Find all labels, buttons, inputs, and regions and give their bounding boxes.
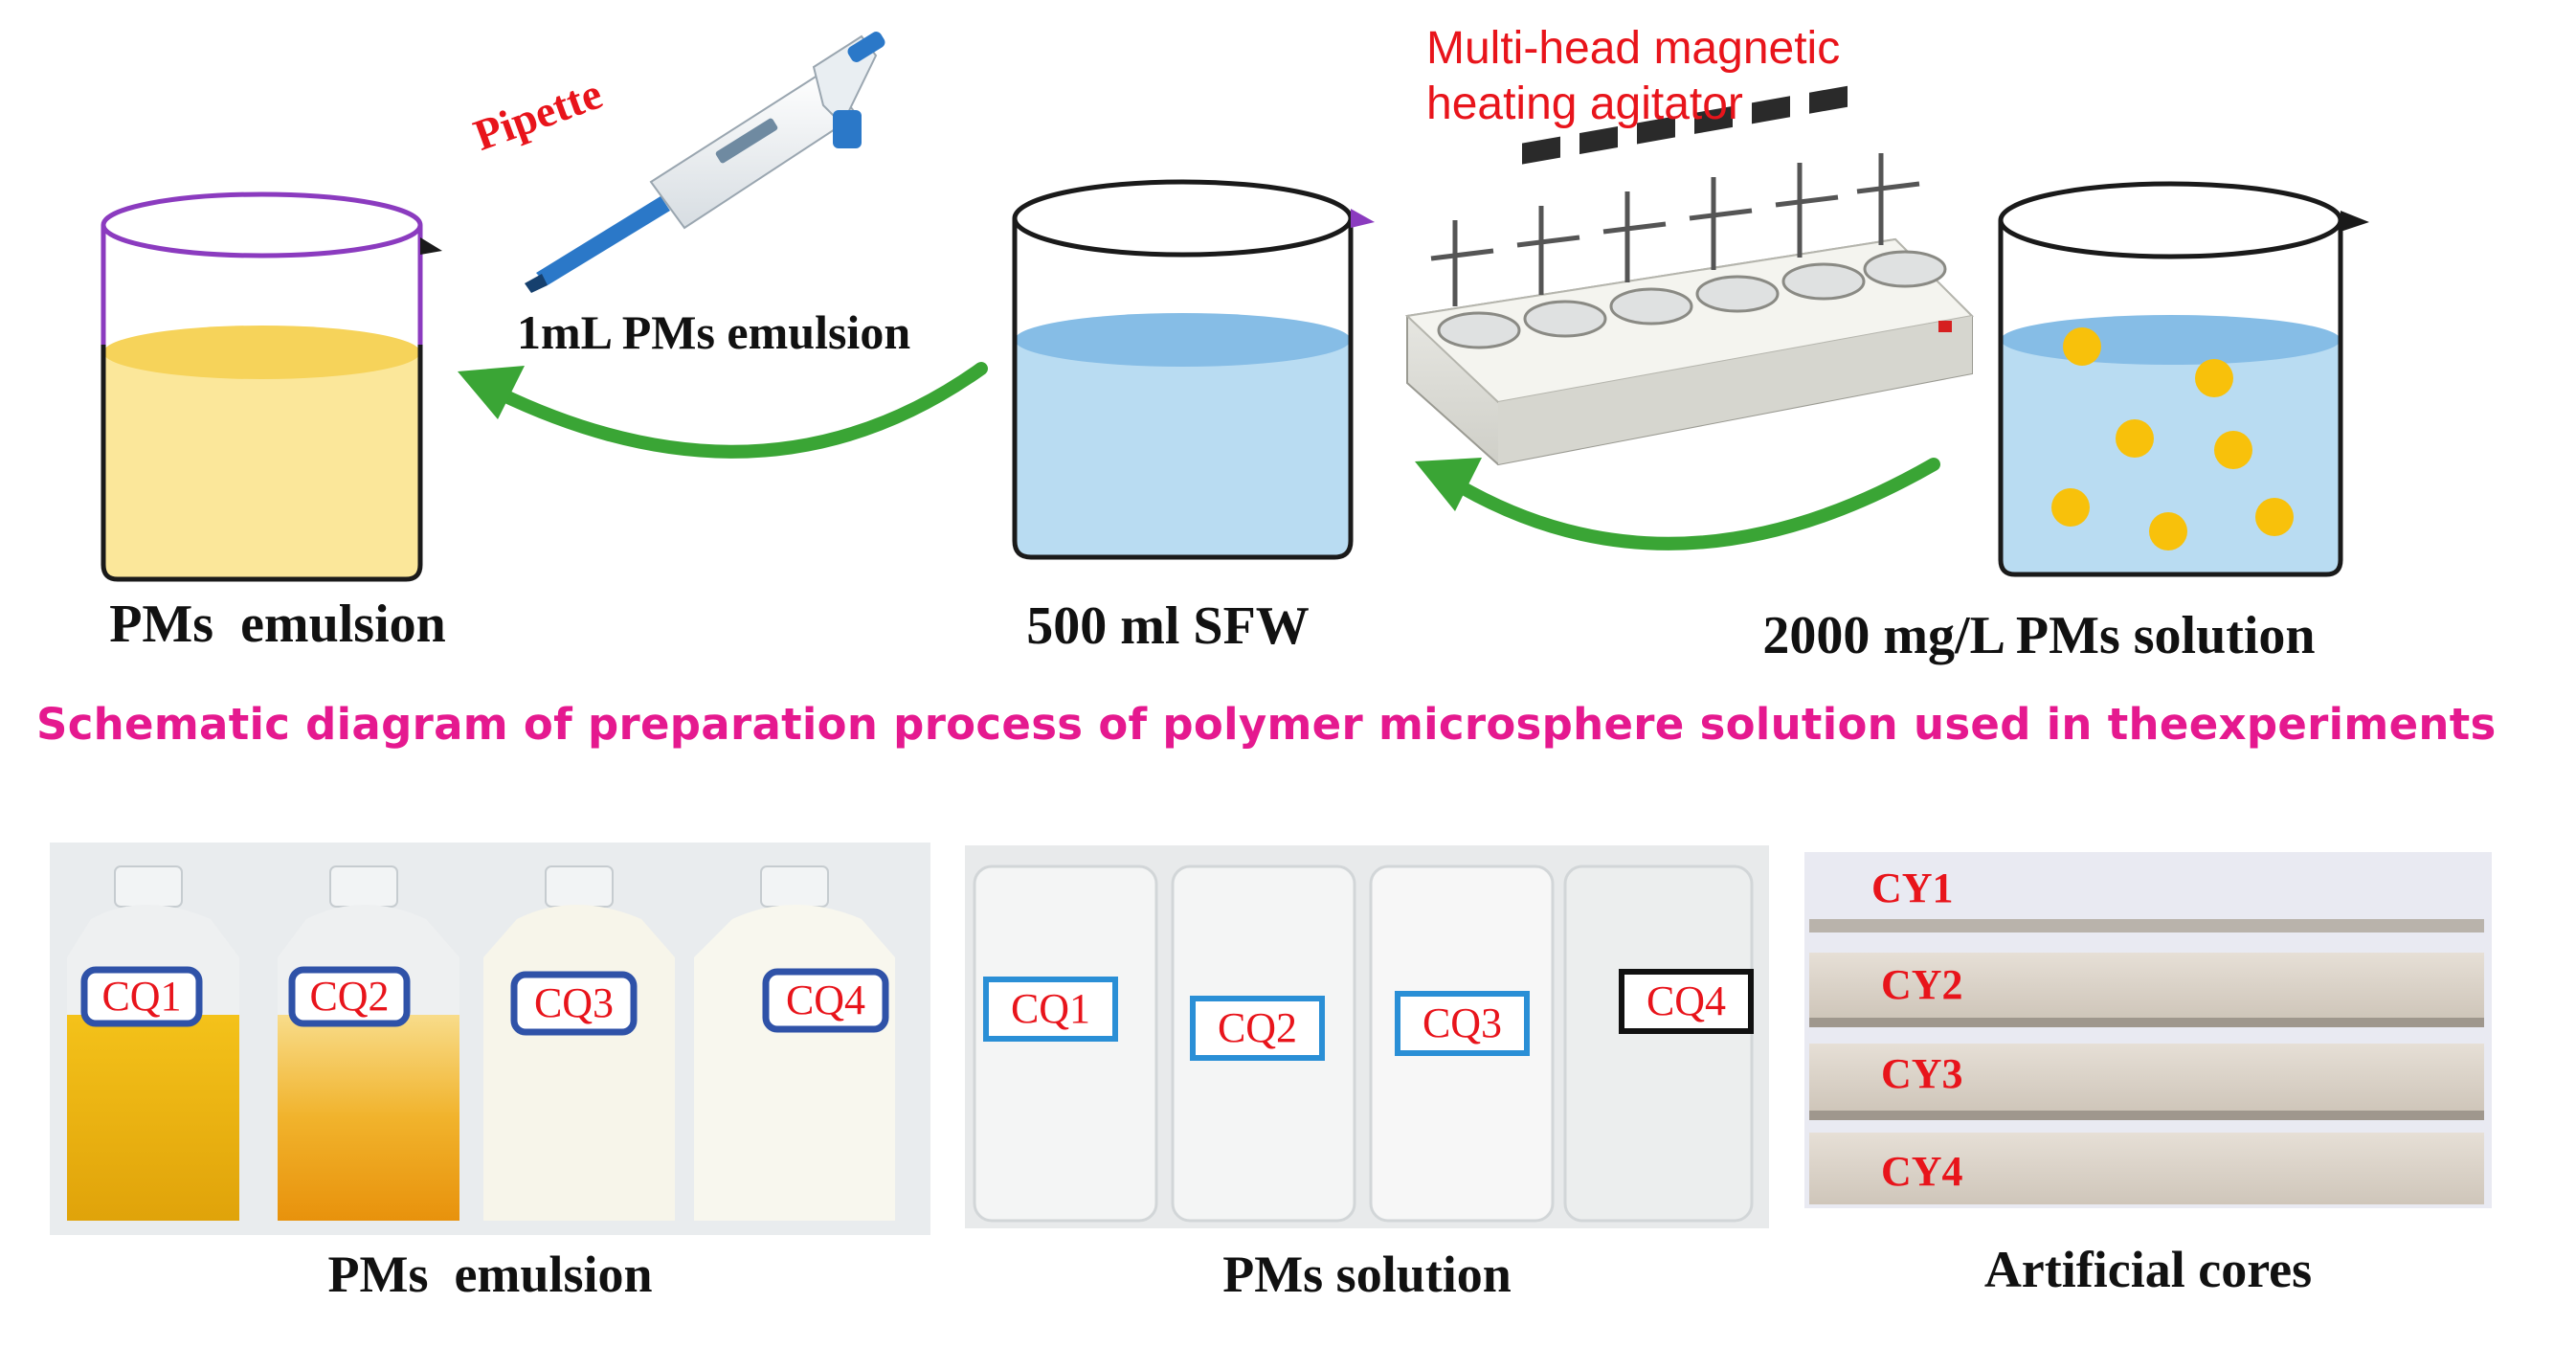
tag-core-cy4: CY4 — [1881, 1148, 1963, 1195]
beaker-label-emulsion: PMs emulsion — [109, 595, 446, 654]
tag-solution-cq2: CQ2 — [1217, 1004, 1298, 1051]
tag-box-cq4 — [762, 968, 889, 1033]
tag-box-s-cq2 — [1190, 996, 1325, 1061]
caption-solution-photo: PMs solution — [1222, 1246, 1512, 1303]
photo-emulsion — [50, 842, 930, 1235]
agitator-label: Multi-head magnetic heating agitator — [1426, 23, 1841, 129]
tag-solution-cq1: CQ1 — [1010, 985, 1091, 1032]
tag-core-cy2: CY2 — [1881, 961, 1963, 1008]
tag-emulsion-cq1: CQ1 — [101, 973, 182, 1020]
tag-emulsion-cq4: CQ4 — [785, 977, 866, 1023]
tag-box-s-cq1 — [983, 977, 1118, 1042]
tag-solution-cq4: CQ4 — [1646, 977, 1727, 1024]
pipette-icon — [525, 32, 885, 293]
caption-cores-photo: Artificial cores — [1983, 1241, 2313, 1298]
tag-box-s-cq4 — [1619, 969, 1754, 1034]
tag-core-cy3: CY3 — [1881, 1050, 1963, 1097]
arrow-agitate-left — [1415, 458, 1940, 550]
beaker-label-sfw: 500 ml SFW — [1026, 596, 1310, 656]
caption-emulsion-photo: PMs emulsion — [327, 1246, 653, 1303]
transfer-label: 1mL PMs emulsion — [517, 305, 911, 359]
microsphere-particles — [2051, 327, 2294, 550]
tag-box-cq2 — [288, 966, 411, 1027]
agitator-icon — [1404, 85, 1975, 466]
beaker-solution — [1998, 181, 2369, 577]
photo-cores — [1804, 852, 2492, 1208]
beaker-emulsion — [101, 191, 442, 582]
tag-emulsion-cq3: CQ3 — [533, 979, 615, 1026]
tag-emulsion-cq2: CQ2 — [309, 973, 390, 1020]
tag-box-s-cq3 — [1395, 991, 1530, 1056]
tag-box-cq3 — [510, 971, 638, 1036]
arrow-transfer-left — [458, 362, 988, 459]
photo-solution — [965, 845, 1769, 1228]
beaker-label-solution: 2000 mg/L PMs solution — [1762, 606, 2316, 665]
diagram-title: Schematic diagram of preparation process… — [36, 699, 2497, 750]
tag-solution-cq3: CQ3 — [1422, 1000, 1503, 1046]
tag-core-cy1: CY1 — [1871, 865, 1954, 911]
tag-box-cq1 — [80, 966, 203, 1027]
beaker-sfw — [1012, 179, 1375, 560]
